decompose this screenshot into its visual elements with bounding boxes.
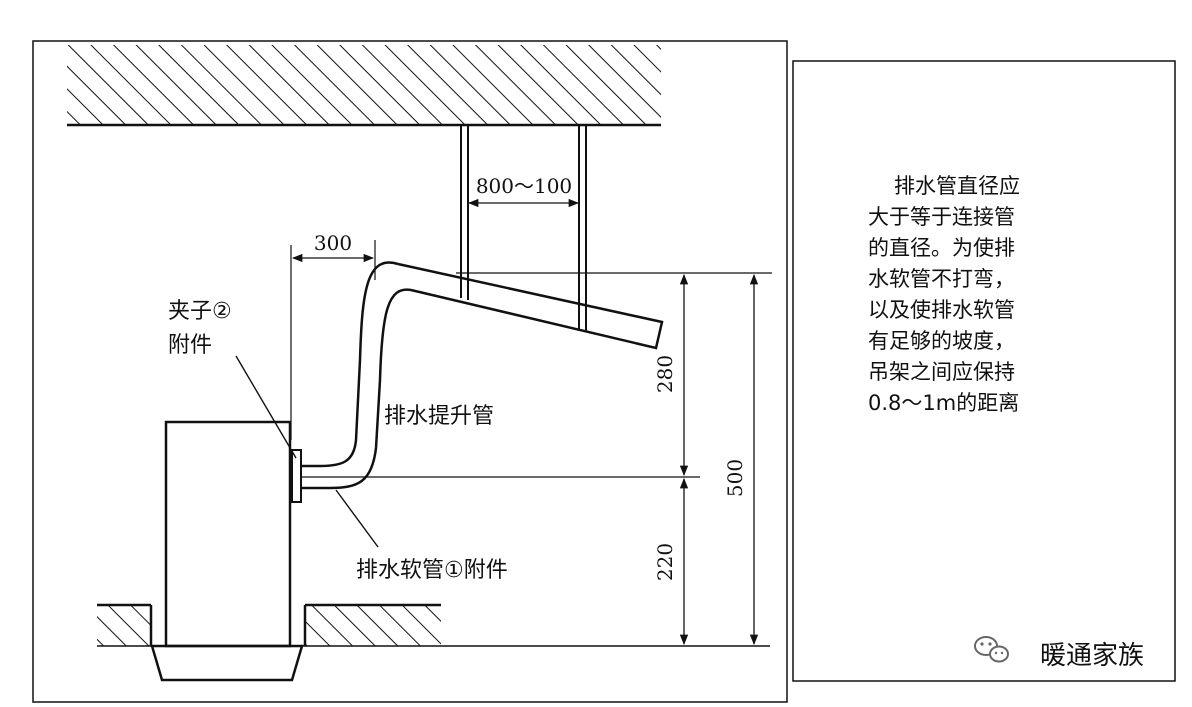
installation-note: 排水管直径应 大于等于连接管 的直径。为使排 水软管不打弯， 以及使排水软管 有… — [868, 174, 1020, 415]
ceiling-slab — [67, 45, 661, 127]
offset-label: 300 — [314, 231, 352, 255]
note-line-7: 吊架之间应保持 — [868, 360, 1015, 384]
watermark: 暖通家族 — [974, 636, 1144, 671]
clamp-callout: 夹子② 附件 — [168, 299, 297, 459]
lower-height-label: 220 — [653, 543, 677, 581]
wechat-icon — [974, 636, 1009, 663]
note-line-3: 的直径。为使排 — [868, 236, 1015, 260]
drain-hose-label: 排水软管①附件 — [356, 558, 508, 583]
hanger-rods — [460, 125, 587, 332]
lower-height-dimension: 220 — [653, 477, 689, 646]
hanger-spacing-dimension: 800～100 — [467, 174, 580, 208]
upper-height-dimension: 280 — [653, 273, 689, 477]
lift-pipe — [300, 359, 382, 490]
note-line-5: 以及使排水软管 — [868, 298, 1015, 322]
height-extension-lines — [300, 272, 772, 478]
note-line-2: 大于等于连接管 — [868, 205, 1015, 229]
indoor-unit — [150, 420, 304, 682]
clamp-attachment-label: 附件 — [168, 333, 212, 358]
note-line-8: 0.8～1m的距离 — [868, 391, 1019, 415]
hose-flange — [291, 449, 302, 503]
note-line-4: 水软管不打弯， — [868, 267, 1015, 291]
note-line-6: 有足够的坡度， — [868, 329, 1015, 353]
total-height-label: 500 — [723, 459, 747, 497]
drain-hose-callout: 排水软管①附件 — [335, 489, 508, 583]
offset-dimension: 300 — [290, 231, 376, 440]
note-line-1: 排水管直径应 — [894, 174, 1020, 198]
drain-pipe — [358, 261, 664, 381]
total-height-dimension: 500 — [723, 273, 759, 646]
clamp-label: 夹子② — [168, 299, 232, 324]
upper-height-label: 280 — [653, 355, 677, 393]
floor-slab — [97, 603, 770, 647]
drain-lift-pipe-label: 排水提升管 — [384, 404, 494, 429]
watermark-text: 暖通家族 — [1040, 641, 1144, 671]
diagram-frame — [32, 40, 788, 703]
note-frame — [792, 60, 1176, 682]
hanger-spacing-label: 800～100 — [476, 174, 572, 198]
